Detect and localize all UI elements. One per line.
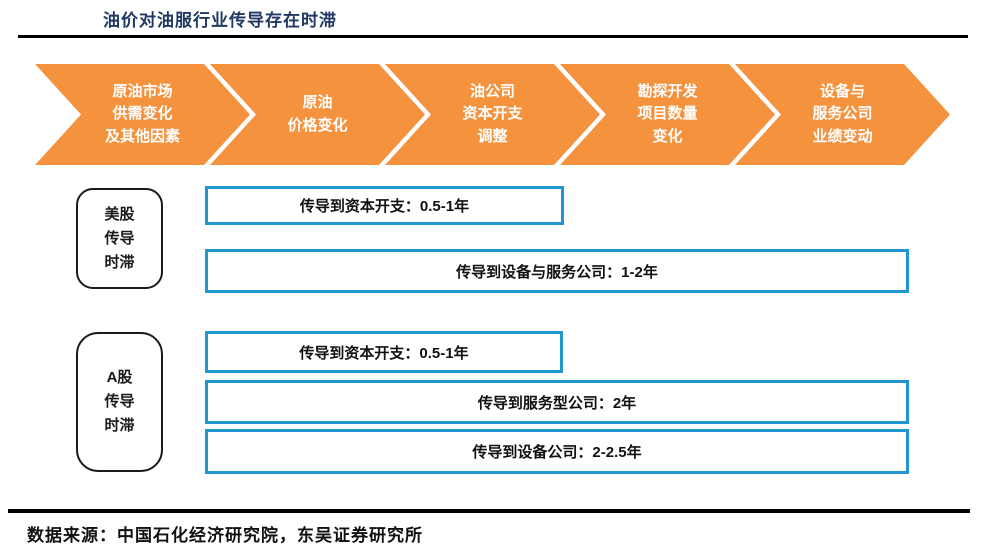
us-lag-bar-capex: 传导到资本开支：0.5-1年: [205, 186, 564, 225]
flow-arrow-row: 原油市场 供需变化 及其他因素 原油 价格变化 油公司 资本开支 调整 勘探开发…: [35, 64, 950, 165]
us-lag-bar-equipment-service: 传导到设备与服务公司：1-2年: [205, 249, 909, 293]
data-source-note: 数据来源：中国石化经济研究院，东吴证券研究所: [27, 526, 423, 545]
a-shares-lag-label: A股 传导 时滞: [76, 332, 163, 472]
flow-step-capex-adjust: 油公司 资本开支 调整: [385, 64, 600, 165]
top-rule: [18, 35, 968, 38]
a-lag-bar-capex: 传导到资本开支：0.5-1年: [205, 331, 563, 373]
a-lag-bar-service-company: 传导到服务型公司：2年: [205, 380, 909, 424]
bottom-rule: [8, 509, 970, 513]
us-stocks-lag-label: 美股 传导 时滞: [76, 188, 163, 289]
figure-title: 油价对油服行业传导存在时滞: [103, 11, 337, 30]
a-lag-bar-equipment-company: 传导到设备公司：2-2.5年: [205, 429, 909, 474]
flow-step-crude-market: 原油市场 供需变化 及其他因素: [35, 64, 250, 165]
